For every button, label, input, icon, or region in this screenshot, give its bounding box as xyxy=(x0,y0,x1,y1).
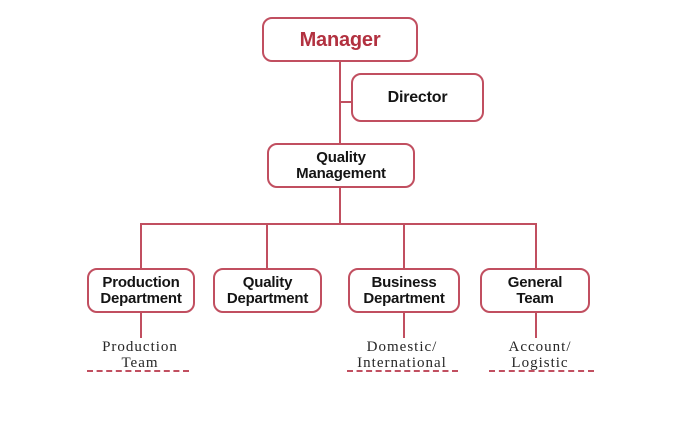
subteam-production-team-line2: Team xyxy=(121,355,159,371)
node-director: Director xyxy=(351,73,484,122)
branch-horizontal-line xyxy=(140,223,537,225)
node-business-department-label-line1: Business xyxy=(371,273,437,291)
subteam-domestic-international: Domestic/ International xyxy=(332,339,472,371)
node-director-label: Director xyxy=(387,88,448,106)
node-quality-management-label-line1: Quality xyxy=(316,148,366,166)
stub-domestic-international xyxy=(403,313,405,338)
dashed-underline-account-logistic xyxy=(489,370,594,372)
node-quality-management: Quality Management xyxy=(267,143,415,188)
connector-to-director xyxy=(339,101,353,103)
node-general-team-label-line1: General xyxy=(507,273,563,291)
branch-drop-general xyxy=(535,223,537,268)
subteam-production-team: Production Team xyxy=(70,339,210,371)
stub-account-logistic xyxy=(535,313,537,338)
node-production-department: Production Department xyxy=(87,268,195,313)
node-general-team-label-line2: Team xyxy=(516,289,554,307)
subteam-domestic-international-line2: International xyxy=(357,355,447,371)
stub-production-team xyxy=(140,313,142,338)
branch-drop-production xyxy=(140,223,142,268)
subteam-account-logistic-line1: Account/ xyxy=(508,339,572,355)
node-manager-label: Manager xyxy=(299,28,381,51)
node-general-team: General Team xyxy=(480,268,590,313)
node-business-department-label-line2: Department xyxy=(363,289,445,307)
node-production-department-label-line2: Department xyxy=(100,289,182,307)
node-manager: Manager xyxy=(262,17,418,62)
node-quality-department: Quality Department xyxy=(213,268,322,313)
connector-quality-management-to-branch xyxy=(339,188,341,223)
node-production-department-label-line1: Production xyxy=(102,273,180,291)
node-quality-management-label-line2: Management xyxy=(296,164,386,182)
subteam-production-team-line1: Production xyxy=(102,339,178,355)
branch-drop-business xyxy=(403,223,405,268)
branch-drop-quality xyxy=(266,223,268,268)
subteam-account-logistic-line2: Logistic xyxy=(511,355,569,371)
subteam-account-logistic: Account/ Logistic xyxy=(470,339,610,371)
node-quality-department-label-line1: Quality xyxy=(242,273,293,291)
dashed-underline-domestic-international xyxy=(347,370,458,372)
node-quality-department-label-line2: Department xyxy=(226,289,309,307)
dashed-underline-production-team xyxy=(87,370,189,372)
node-business-department: Business Department xyxy=(348,268,460,313)
subteam-domestic-international-line1: Domestic/ xyxy=(366,339,438,355)
